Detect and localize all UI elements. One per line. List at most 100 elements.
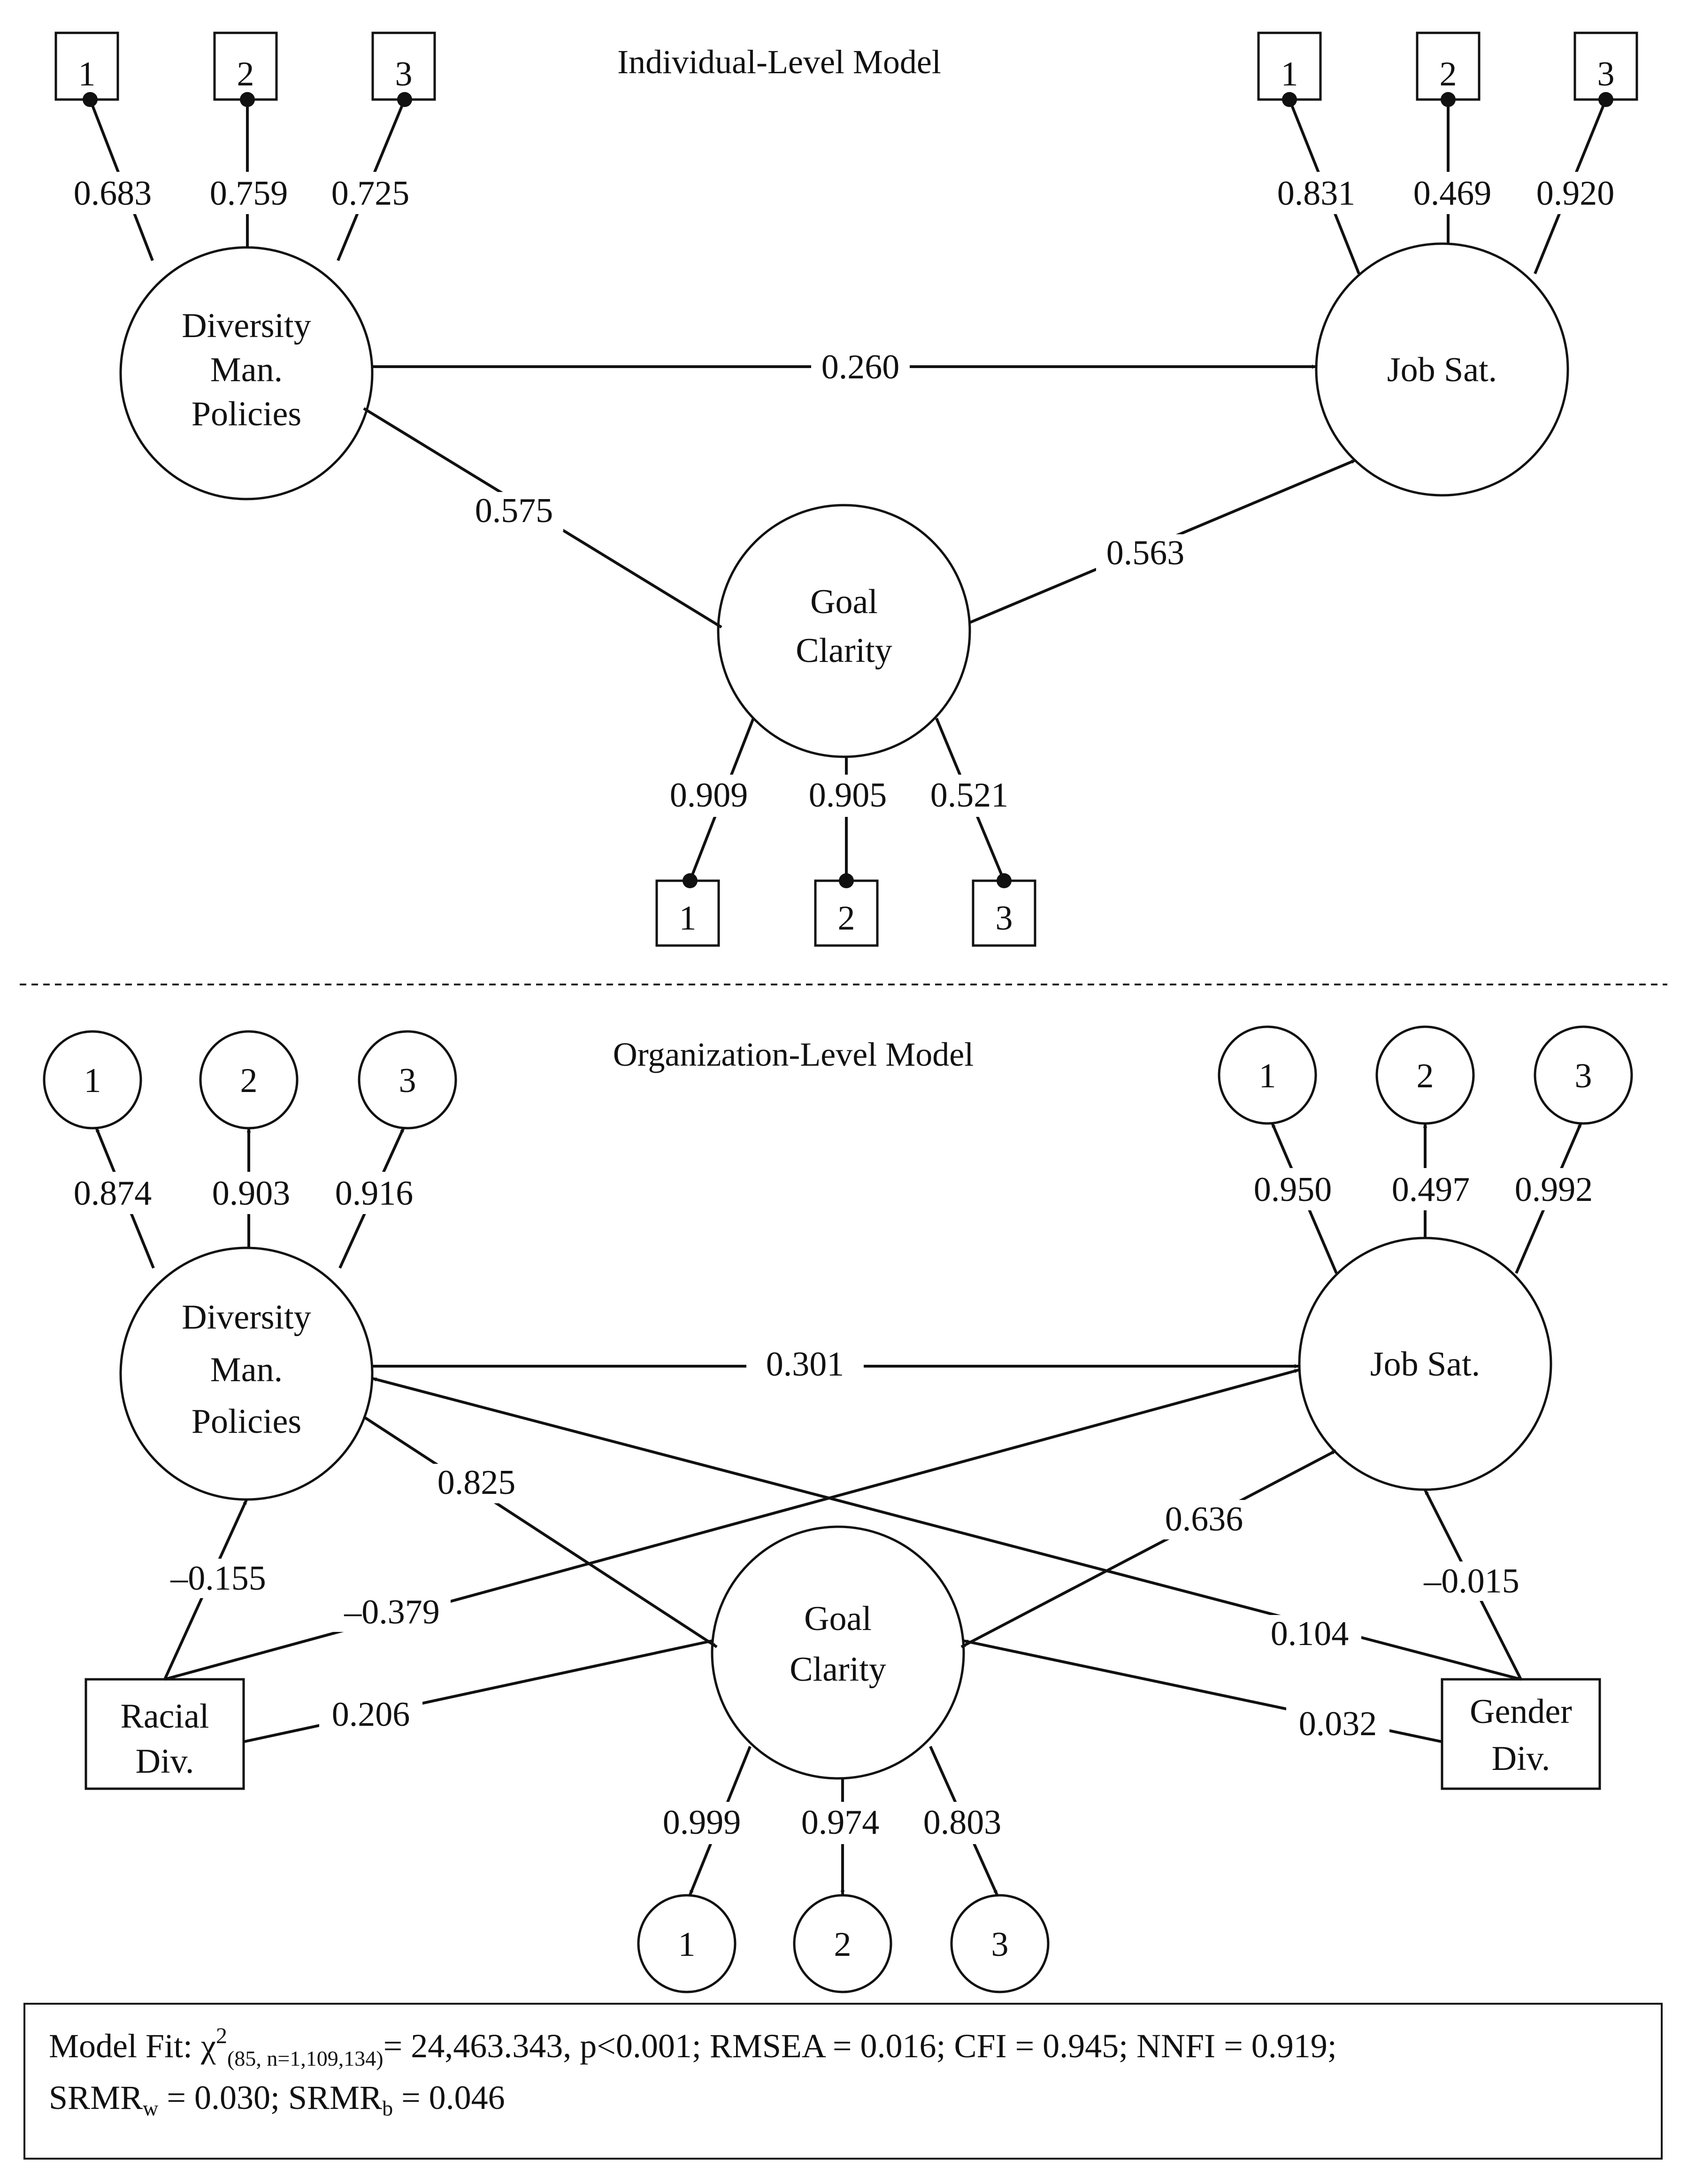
fit-chi-symbol: χ xyxy=(200,2027,216,2065)
fit-chi-sup: 2 xyxy=(216,2023,227,2048)
org-gender-div-node: Gender Div. xyxy=(1441,1678,1601,1790)
organization-model-title: Organization-Level Model xyxy=(613,1036,974,1073)
ind-gc-indicator-1: 1 xyxy=(679,899,697,938)
org-path-label-gender-js: –0.015 xyxy=(1423,1562,1519,1600)
org-racial-label-1: Racial xyxy=(120,1697,209,1736)
fit-srmr-b-sub: b xyxy=(382,2096,393,2120)
org-js-loading-3: 0.992 xyxy=(1515,1170,1593,1209)
org-gender-label-2: Div. xyxy=(1492,1739,1550,1778)
ind-js-indicator-1: 1 xyxy=(1281,55,1298,93)
ind-dmp-label-3: Policies xyxy=(192,395,301,433)
org-dmp-loading-1: 0.874 xyxy=(74,1174,152,1213)
fit-srmr-w-label: SRMR xyxy=(49,2079,143,2116)
ind-gc-loading-3: 0.521 xyxy=(930,776,1009,815)
org-path-label-gender-dmp: 0.104 xyxy=(1271,1615,1349,1653)
org-gc-indicators: 1 2 3 xyxy=(637,1746,1050,1993)
org-js-loading-1: 0.950 xyxy=(1254,1170,1332,1209)
org-dmp-indicator-3: 3 xyxy=(399,1061,416,1100)
fit-label: Model Fit: xyxy=(49,2027,201,2065)
org-js-indicator-3: 3 xyxy=(1575,1057,1592,1095)
ind-job-sat-node: Job Sat. xyxy=(1315,242,1569,497)
ind-path-label-dmp-gc: 0.575 xyxy=(475,492,553,530)
ind-dmp-indicator-1: 1 xyxy=(78,55,96,93)
org-path-labels: 0.301 0.825 0.636 –0.155 –0.379 0.206 –0… xyxy=(160,1345,1530,1745)
ind-dmp-indicator-2: 2 xyxy=(237,55,254,93)
ind-path-label-gc-js: 0.563 xyxy=(1106,534,1185,572)
org-racial-div-node: Racial Div. xyxy=(84,1678,245,1790)
org-path-label-racial-gc: 0.206 xyxy=(332,1695,410,1734)
ind-dmp-indicator-3: 3 xyxy=(395,55,413,93)
ind-dmp-loading-2: 0.759 xyxy=(210,174,288,213)
org-path-dmp-gc xyxy=(363,1415,718,1648)
ind-dmp-loading-3: 0.725 xyxy=(331,174,410,213)
fit-chi-sub: (85, n=1,109,134) xyxy=(227,2046,384,2070)
ind-js-indicators: 1 2 3 xyxy=(1257,31,1638,275)
org-path-label-dmp-gc: 0.825 xyxy=(437,1463,516,1502)
org-dmp-label-1: Diversity xyxy=(182,1298,311,1337)
org-loading-labels: 0.874 0.903 0.916 0.950 0.497 0.992 0.99… xyxy=(61,1168,1605,1844)
ind-gc-indicator-2: 2 xyxy=(838,899,855,938)
org-dmp-label-3: Policies xyxy=(192,1402,301,1441)
ind-goal-clarity-node: Goal Clarity xyxy=(717,504,971,758)
ind-js-indicator-3: 3 xyxy=(1597,55,1615,93)
org-dmp-indicator-1: 1 xyxy=(84,1061,101,1100)
ind-gc-label-2: Clarity xyxy=(796,631,892,670)
ind-diversity-policies-node: Diversity Man. Policies xyxy=(119,246,374,500)
org-js-indicator-2: 2 xyxy=(1417,1057,1434,1095)
org-gc-indicator-1: 1 xyxy=(678,1925,696,1964)
org-dmp-loading-2: 0.903 xyxy=(212,1174,291,1213)
ind-gc-loading-1: 0.909 xyxy=(670,776,748,815)
org-path-label-gc-js: 0.636 xyxy=(1165,1500,1243,1538)
model-fit-line-1: Model Fit: χ2(85, n=1,109,134)= 24,463.3… xyxy=(49,2023,1337,2070)
org-dmp-indicator-2: 2 xyxy=(240,1061,258,1100)
org-gender-label-1: Gender xyxy=(1470,1692,1572,1731)
org-dmp-loading-3: 0.916 xyxy=(335,1174,414,1213)
ind-dmp-label-2: Man. xyxy=(210,351,283,389)
org-path-label-gender-gc: 0.032 xyxy=(1299,1705,1377,1743)
ind-loading-labels: 0.683 0.759 0.725 0.831 0.469 0.920 0.90… xyxy=(61,172,1627,817)
org-js-indicator-1: 1 xyxy=(1259,1057,1276,1095)
ind-path-label-dmp-js: 0.260 xyxy=(821,348,900,386)
org-diversity-policies-node: Diversity Man. Policies xyxy=(119,1246,374,1501)
fit-srmr-b-label: SRMR xyxy=(288,2079,382,2116)
ind-js-loading-1: 0.831 xyxy=(1277,174,1356,213)
individual-model-title: Individual-Level Model xyxy=(617,43,941,81)
ind-js-loading-2: 0.469 xyxy=(1413,174,1492,213)
ind-dmp-label-1: Diversity xyxy=(182,307,311,345)
ind-dmp-indicators: 1 2 3 xyxy=(54,31,436,261)
ind-js-loading-3: 0.920 xyxy=(1536,174,1615,213)
organization-level-model: Organization-Level Model Diversity Man. … xyxy=(43,1025,1633,1993)
model-fit-box: Model Fit: χ2(85, n=1,109,134)= 24,463.3… xyxy=(23,2003,1663,2160)
org-gc-indicator-2: 2 xyxy=(834,1925,852,1964)
org-gc-loading-3: 0.803 xyxy=(923,1803,1002,1842)
org-js-indicators: 1 2 3 xyxy=(1218,1025,1633,1274)
org-path-label-racial-dmp: –0.155 xyxy=(170,1559,266,1598)
model-fit-line-2: SRMRw = 0.030; SRMRb = 0.046 xyxy=(49,2079,505,2120)
org-gc-loading-1: 0.999 xyxy=(663,1803,741,1842)
org-js-loading-2: 0.497 xyxy=(1392,1170,1470,1209)
org-goal-clarity-node: Goal Clarity xyxy=(711,1525,965,1780)
ind-js-label: Job Sat. xyxy=(1387,351,1497,389)
org-path-gc-js xyxy=(960,1449,1337,1648)
org-job-sat-node: Job Sat. xyxy=(1298,1237,1552,1491)
ind-js-indicator-2: 2 xyxy=(1440,55,1457,93)
fit-srmr-w-sub: w xyxy=(143,2096,159,2120)
ind-gc-label-1: Goal xyxy=(810,583,878,621)
ind-dmp-loading-1: 0.683 xyxy=(74,174,152,213)
fit-stats: = 24,463.343, p<0.001; RMSEA = 0.016; CF… xyxy=(384,2027,1337,2065)
org-path-label-racial-js: –0.379 xyxy=(344,1593,440,1631)
org-js-label: Job Sat. xyxy=(1370,1345,1480,1384)
ind-path-labels: 0.260 0.575 0.563 xyxy=(465,348,1195,574)
org-gc-loading-2: 0.974 xyxy=(801,1803,880,1842)
fit-srmr-w-value: = 0.030; xyxy=(158,2079,288,2116)
org-path-racial-gc xyxy=(243,1639,713,1743)
org-dmp-indicators: 1 2 3 xyxy=(43,1030,457,1269)
org-dmp-label-2: Man. xyxy=(210,1351,283,1389)
org-path-label-dmp-js: 0.301 xyxy=(766,1345,844,1384)
ind-gc-indicators: 1 2 3 xyxy=(655,717,1036,947)
org-gc-indicator-3: 3 xyxy=(991,1925,1009,1964)
org-gc-label-2: Clarity xyxy=(790,1650,886,1689)
individual-level-model: Individual-Level Model Diversity Man. Po… xyxy=(54,31,1638,947)
org-gc-label-1: Goal xyxy=(804,1600,872,1638)
